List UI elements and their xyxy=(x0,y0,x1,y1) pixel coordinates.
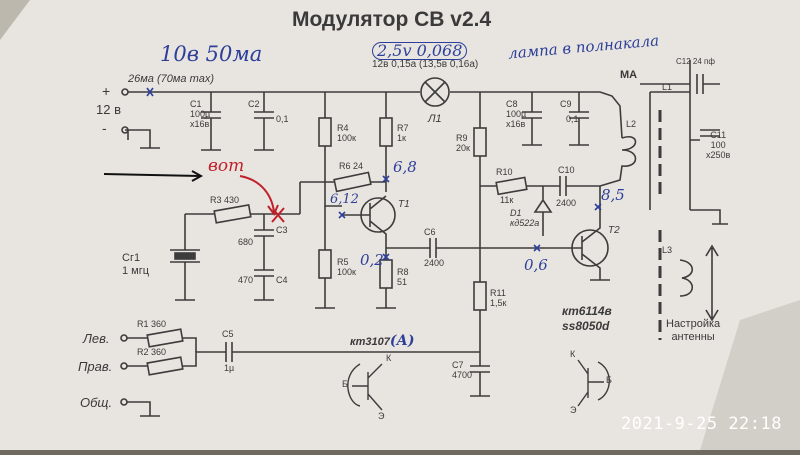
lamp-symbol xyxy=(420,77,450,107)
input-right-label: Прав. xyxy=(78,359,113,374)
lamp-ref-label: Л1 xyxy=(428,113,442,125)
c10-label: C10 xyxy=(558,165,575,175)
handwritten-voltage-r8: 0,2 xyxy=(360,251,384,269)
t2-label: T2 xyxy=(608,225,620,236)
t2-pin-e: Э xyxy=(570,405,577,415)
r2-label: R2 360 xyxy=(137,347,167,357)
black-arrow xyxy=(103,170,204,182)
input-common-label: Общ. xyxy=(80,395,113,410)
handwritten-voltage-t2-collector: 8,5 xyxy=(601,186,625,204)
handwritten-arrow-note: вот xyxy=(208,156,245,176)
t1-part-label: кт3107(А) xyxy=(350,333,415,349)
handwritten-voltage-r7: 6,8 xyxy=(393,158,417,176)
handwritten-voltage-t2-base: 0,6 xyxy=(524,256,548,274)
r3-label: R3 430 xyxy=(210,195,240,205)
r10-value: 11к xyxy=(500,195,514,205)
c4-value: 470 xyxy=(238,275,254,285)
c4-label: C4 xyxy=(276,275,288,285)
c6-value: 2400 xyxy=(424,258,445,268)
r1-label: R1 360 xyxy=(137,319,167,329)
handwritten-voltage-c3: 6,12 xyxy=(330,192,359,207)
l3-label: L3 xyxy=(662,245,673,255)
t2-pin-k: К xyxy=(570,349,576,359)
c10-value: 2400 xyxy=(556,198,577,208)
minus-label: - xyxy=(102,120,107,136)
c12-label: C12 24 пф xyxy=(676,57,715,66)
schematic-title: Модулятор СВ v2.4 xyxy=(292,8,492,31)
c3-value: 680 xyxy=(238,237,254,247)
t1-label: T1 xyxy=(398,199,410,210)
c9-value: 0,1 xyxy=(566,114,579,124)
handwritten-supply-note: 10в 50ма xyxy=(160,42,263,66)
ma-label: МА xyxy=(620,69,638,81)
l1-label: L1 xyxy=(662,82,673,92)
supply-current-label: 26ма (70ма max) xyxy=(128,73,215,85)
c3-label: C3 xyxy=(276,225,288,235)
supply-voltage-label: 12 в xyxy=(96,102,121,117)
lamp-spec-label: 12в 0,15а (13,5в 0,16а) xyxy=(372,59,479,70)
measurement-marks xyxy=(146,87,602,261)
red-pen-marks xyxy=(239,175,285,223)
t1-pinout-symbol xyxy=(347,363,383,411)
t1-pin-e: Э xyxy=(378,411,385,421)
plus-label: + xyxy=(102,83,111,99)
r6-label: R6 24 xyxy=(339,161,364,171)
handwritten-lamp-values: 2,5v 0,068 xyxy=(372,42,468,60)
circuit-wires xyxy=(120,60,728,417)
t1-pin-k: К xyxy=(386,353,392,363)
r10-label: R10 xyxy=(496,167,513,177)
t2-pinout-symbol xyxy=(577,359,610,407)
c5-label: C5 xyxy=(222,329,234,339)
c2-label: C2 xyxy=(248,99,260,109)
l2-label: L2 xyxy=(626,119,637,129)
c6-label: C6 xyxy=(424,227,436,237)
c2-value: 0,1 xyxy=(276,114,289,124)
photo-timestamp: 2021-9-25 22:18 xyxy=(620,414,782,434)
c9-label: C9 xyxy=(560,99,572,109)
c5-value: 1µ xyxy=(224,363,235,373)
input-left-label: Лев. xyxy=(83,331,110,346)
t1-pin-b: Б xyxy=(342,379,348,389)
t2-pin-b: Б xyxy=(606,375,612,385)
